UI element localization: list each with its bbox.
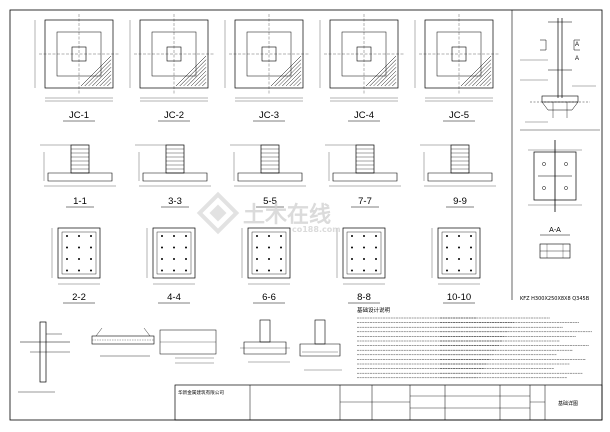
section-view-row2-4 (336, 227, 386, 285)
plan-views (34, 14, 499, 102)
section-view-row1-2 (135, 144, 211, 187)
watermark (196, 191, 240, 235)
section-label: 2-2 (72, 292, 86, 303)
detail-wall-connection (18, 321, 70, 393)
detail-foundation-step (159, 329, 217, 364)
detail-pad-footing (240, 319, 290, 363)
section-labels-row1: 1-1 3-3 5-5 7-7 9-9 (66, 196, 474, 208)
section-label: 1-1 (73, 196, 87, 207)
section-view-row1-5 (420, 144, 496, 187)
column-spec-note: KFZ H300X250X8X8 Q345B (520, 296, 590, 302)
title-block (174, 384, 603, 421)
drawing-title: 基础详图 (558, 400, 578, 407)
column-base-detail (520, 18, 600, 131)
plan-label: JC-5 (449, 110, 469, 121)
section-view-row1-3 (230, 144, 306, 187)
baseplate-detail (539, 243, 571, 259)
plan-view-3 (224, 14, 309, 102)
section-views-row1 (40, 144, 496, 187)
column-section-detail (528, 140, 582, 212)
detail-ground-beam (91, 327, 155, 357)
section-label: 10-10 (447, 292, 471, 303)
plan-labels: JC-1 JC-2 JC-3 JC-4 JC-5 (63, 110, 475, 122)
section-views-row2 (51, 227, 481, 285)
plan-label: JC-4 (354, 110, 374, 121)
watermark-text: 土木在线 (243, 202, 331, 228)
section-aa-title: A-A (549, 227, 561, 234)
notes-title: 基础设计说明 (357, 306, 391, 314)
design-notes: 基础设计说明 (357, 306, 592, 379)
section-labels-row2: 2-2 4-4 6-6 8-8 10-10 (63, 292, 475, 304)
section-view-row2-3 (241, 227, 291, 285)
section-label: 3-3 (168, 196, 182, 207)
section-label: 6-6 (262, 292, 276, 303)
plan-label: JC-2 (164, 110, 184, 121)
section-label: 4-4 (167, 292, 181, 303)
company-name: 华新金属建筑有限公司 (178, 389, 224, 396)
watermark-subtext: co188.com (292, 225, 341, 234)
section-label: 5-5 (263, 196, 277, 207)
section-view-row1-1 (40, 144, 116, 187)
section-label: 7-7 (358, 196, 372, 207)
section-view-row2-2 (146, 227, 196, 285)
section-view-row2-1 (51, 227, 101, 285)
section-view-row1-4 (325, 144, 401, 187)
plan-view-4 (319, 14, 404, 102)
plan-label: JC-1 (69, 110, 89, 121)
detail-anchor-bolt (299, 319, 342, 371)
section-label: 9-9 (453, 196, 467, 207)
section-mark-top: A (575, 42, 579, 48)
section-mark-bottom: A (575, 56, 579, 62)
section-label: 8-8 (357, 292, 371, 303)
plan-view-5 (414, 14, 499, 102)
section-view-row2-5 (431, 227, 481, 285)
plan-view-1 (34, 14, 119, 102)
plan-label: JC-3 (259, 110, 279, 121)
plan-view-2 (129, 14, 214, 102)
